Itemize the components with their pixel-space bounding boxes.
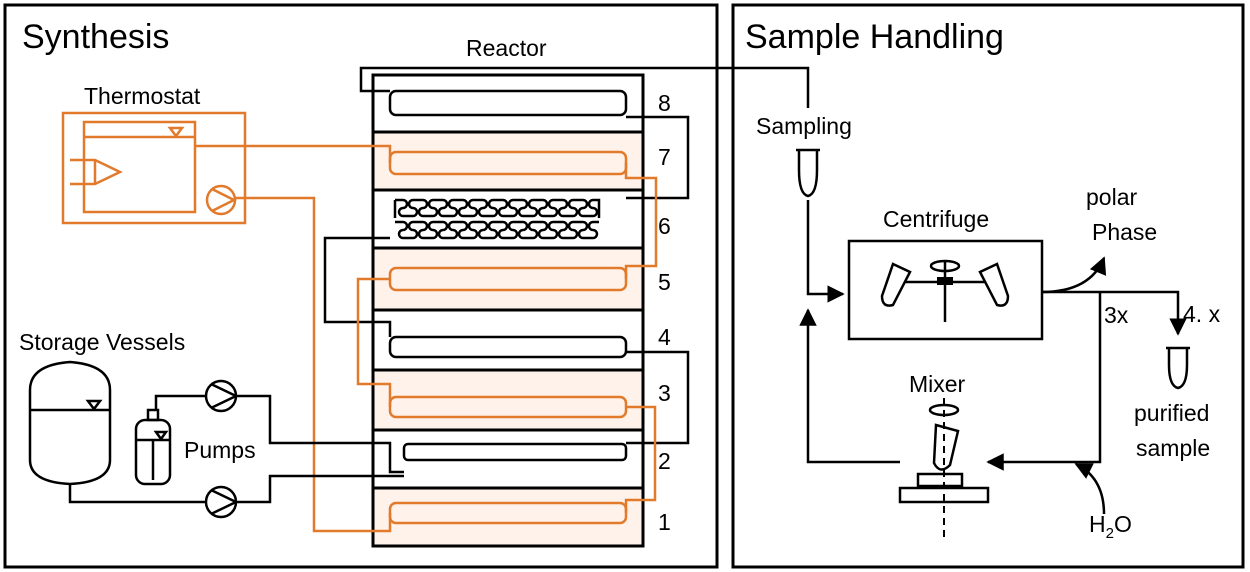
tube-6-to-4	[323, 236, 392, 337]
water-inlet-arrow	[1074, 462, 1106, 515]
centrifuge-tube-icon	[796, 148, 820, 198]
channel-6-serpentine	[393, 198, 601, 240]
mixer-return-line	[799, 308, 900, 464]
centrifuge-housing	[847, 239, 1044, 341]
mixer-label: Mixer	[909, 371, 966, 397]
module-number-3: 3	[658, 380, 671, 406]
gas-cylinder-icon	[134, 394, 205, 486]
module-number-6: 6	[658, 213, 671, 239]
reactor-module-5	[371, 246, 645, 312]
centrifuge-hub	[937, 277, 953, 285]
water-o: O	[1114, 511, 1132, 537]
thermostat-pump-arrow	[211, 187, 237, 213]
polar-label: polar	[1086, 184, 1137, 210]
synthesis-panel	[3, 3, 719, 569]
reactor-module-1	[371, 486, 645, 548]
polar-phase-outlet	[1041, 256, 1107, 294]
pump-lower	[204, 485, 239, 519]
feed-line-lower	[236, 474, 404, 504]
heating-coil-icon	[70, 158, 123, 186]
thermal-supply-line	[195, 144, 392, 163]
water-h: H	[1089, 511, 1106, 537]
water-subscript: 2	[1106, 525, 1114, 542]
mixer-tube	[932, 423, 960, 471]
vessel-level-icon	[85, 399, 103, 412]
pumps-label: Pumps	[184, 437, 256, 463]
thermostat-pump-icon	[205, 184, 237, 216]
purified-tube-icon	[1166, 346, 1190, 390]
pump-upper	[204, 379, 239, 413]
pump-icon	[204, 379, 238, 413]
recycle-line	[986, 292, 1102, 471]
thermostat-casing	[61, 111, 247, 225]
sample-handling-title: Sample Handling	[745, 18, 1004, 56]
storage-vessels-label: Storage Vessels	[19, 329, 185, 355]
mixer-holder	[916, 472, 964, 488]
module-number-8: 8	[658, 90, 671, 116]
phase-label: Phase	[1092, 219, 1157, 245]
module-number-4: 4	[658, 324, 671, 350]
fluid-level-icon	[167, 126, 185, 139]
synthesis-title: Synthesis	[22, 18, 169, 56]
thermostat-label: Thermostat	[84, 83, 201, 109]
channel-4	[388, 335, 628, 359]
reactor-module-6	[371, 188, 645, 250]
channel-2	[402, 442, 628, 462]
channel-8	[388, 89, 628, 117]
purified-label: purified	[1134, 400, 1209, 426]
water-label: H2O	[1089, 511, 1132, 542]
pump-icon	[204, 485, 238, 519]
centrifuge-tube-right	[978, 262, 1010, 307]
cylinder-outlet-tube	[154, 394, 205, 410]
vessel-icon	[28, 360, 112, 486]
module-number-7: 7	[658, 144, 671, 170]
module-number-5: 5	[658, 269, 671, 295]
mixer-platform	[898, 486, 990, 504]
thermal-return-line	[235, 196, 392, 533]
reactor-label: Reactor	[466, 35, 547, 61]
sampling-label: Sampling	[756, 113, 852, 139]
thermal-loop-5-3	[356, 277, 392, 407]
reactor-module-3	[371, 368, 645, 432]
tube-4-to-2	[626, 350, 690, 445]
mixer-rotation-icon	[928, 403, 960, 417]
centrifuge	[847, 239, 1044, 341]
step-4x-label: 4. x	[1183, 301, 1221, 327]
thermal-loop-3-1	[624, 405, 657, 513]
reactor-module-4	[371, 308, 645, 372]
thermostat	[61, 111, 247, 225]
thermostat-bath	[82, 120, 197, 214]
mixer	[898, 398, 990, 540]
sample-handling-panel	[731, 3, 1245, 569]
reactor: 8 7 6 5 4 3 2 1	[371, 73, 671, 548]
feed-line-upper	[236, 394, 404, 474]
thermal-loop-7-5	[624, 163, 658, 279]
module-number-2: 2	[658, 448, 671, 474]
sampling-to-centrifuge-line	[806, 200, 845, 303]
centrifuge-label: Centrifuge	[883, 206, 989, 232]
tube-reactor-outlet	[359, 66, 810, 108]
vessel-outlet-tube	[68, 484, 205, 504]
centrifuge-outlet-line	[1042, 290, 1187, 336]
repeat-3x-label: 3x	[1104, 302, 1129, 328]
reactor-module-8	[371, 73, 645, 134]
rotation-icon	[929, 259, 961, 273]
sample-label: sample	[1136, 435, 1210, 461]
module-number-1: 1	[658, 509, 671, 535]
centrifuge-tube-left	[880, 262, 912, 307]
reactor-module-7	[371, 130, 645, 192]
